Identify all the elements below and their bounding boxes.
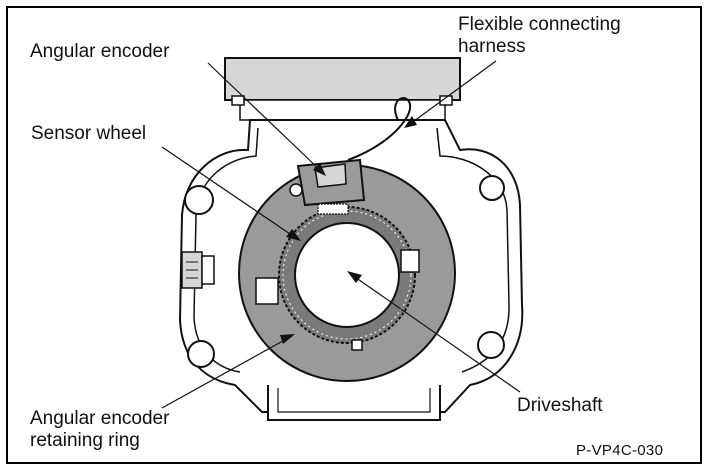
housing-bottom-foot-inner (277, 388, 431, 413)
ring-tab-right (400, 249, 420, 273)
label-retaining-ring-line2: retaining ring (30, 430, 140, 451)
driveshaft (294, 222, 400, 328)
label-flexible-harness-line1: Flexible connecting (458, 14, 621, 35)
arrow-driveshaft (347, 271, 362, 283)
arrow-retaining-ring (280, 334, 295, 344)
mount-hole-top-right (479, 175, 505, 201)
label-retaining-ring-line1: Angular encoder (30, 408, 170, 429)
mount-hole-top-left (184, 185, 214, 215)
housing-bottom-foot (267, 385, 441, 421)
leader-retaining-ring (161, 336, 291, 409)
left-bolt-head (231, 95, 245, 106)
label-angular-encoder: Angular encoder (30, 41, 170, 62)
left-fitting-inner (201, 255, 215, 285)
arrow-angular-encoder (313, 163, 326, 176)
figure-code: P-VP4C-030 (576, 442, 664, 459)
mount-hole-bottom-right (477, 331, 505, 359)
ring-tab-left (255, 277, 279, 305)
leader-angular-encoder (207, 62, 323, 173)
encoder-teeth (317, 203, 349, 215)
label-driveshaft: Driveshaft (517, 395, 603, 416)
housing-top-block (224, 57, 461, 101)
mount-hole-bottom-left (187, 340, 215, 368)
flexible-connecting-harness (347, 96, 412, 161)
leader-driveshaft (351, 274, 521, 393)
right-bolt-head (439, 95, 453, 106)
encoder-screw (289, 183, 303, 197)
label-flexible-harness-line2: harness (458, 36, 526, 57)
label-sensor-wheel: Sensor wheel (31, 123, 147, 144)
leader-sensor-wheel (161, 146, 297, 239)
housing-upper-frame (239, 99, 446, 121)
leader-flexible-harness (409, 60, 497, 125)
arrow-flexible-harness (404, 116, 417, 128)
ring-tab-bottom (351, 339, 363, 351)
arrow-sensor-wheel (286, 229, 301, 241)
